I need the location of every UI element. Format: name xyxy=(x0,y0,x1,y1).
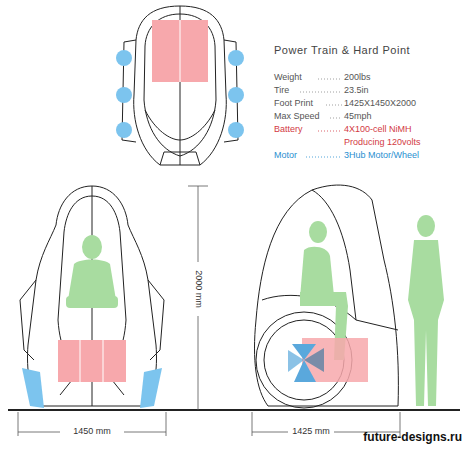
spec-value: 45mph xyxy=(344,112,372,122)
spec-name: Foot Print xyxy=(274,99,313,109)
spec-name: Weight xyxy=(274,73,302,83)
spec-value: 4X100-cell NiMH xyxy=(344,125,412,135)
spec-name: Max Speed xyxy=(274,112,320,122)
spec-value: 200lbs xyxy=(344,73,371,83)
spec-value: 23.5in xyxy=(344,86,369,96)
spec-value: Producing 120volts xyxy=(344,138,421,148)
diagram-title: Power Train & Hard Point xyxy=(274,44,410,56)
watermark: future-designs.ru xyxy=(363,431,462,444)
spec-name: Battery xyxy=(274,125,303,135)
spec-value: 3Hub Motor/Wheel xyxy=(344,151,419,161)
spec-name: Tire xyxy=(274,86,289,96)
spec-value: 1425X1450X2000 xyxy=(344,99,416,109)
dimension-label: 1450 mm xyxy=(73,427,111,437)
spec-name: Motor xyxy=(274,151,297,161)
dimension-label: 2000 mm xyxy=(193,270,203,308)
dimension-label: 1425 mm xyxy=(292,427,330,437)
